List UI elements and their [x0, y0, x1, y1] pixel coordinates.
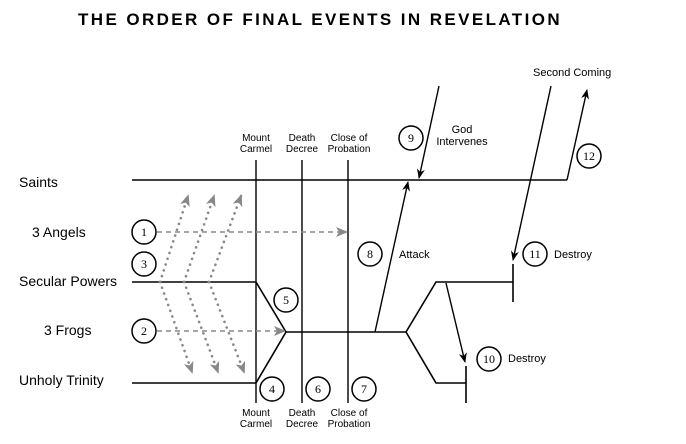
marker-number: 2	[141, 324, 147, 338]
event-label-destroy-11: Destroy	[554, 249, 592, 261]
dotted-arrow-down-3	[207, 280, 246, 374]
marker-9: 9	[398, 125, 424, 151]
event-label-second-coming: Second Coming	[533, 67, 612, 79]
label-line: Mount	[242, 133, 270, 144]
row-label-saints: Saints	[19, 174, 58, 190]
label-line: Decree	[285, 144, 319, 155]
milestone-bottom-close-of-probation: Close of Probation	[323, 408, 375, 430]
marker-number: 7	[361, 382, 367, 396]
label-line: Intervenes	[436, 136, 488, 148]
marker-number: 9	[408, 131, 414, 145]
marker-12: 12	[576, 143, 602, 169]
label-line: Probation	[327, 419, 371, 430]
marker-number: 6	[315, 382, 321, 396]
marker-circle	[131, 219, 157, 245]
milestone-bottom-death-decree: Death Decree	[282, 408, 322, 430]
marker-number: 12	[583, 149, 595, 163]
marker-number: 4	[269, 382, 275, 396]
marker-circle	[131, 318, 157, 344]
event-label-god-intervenes: God Intervenes	[432, 124, 492, 148]
label-line: Mount	[242, 408, 270, 419]
event-label-attack: Attack	[399, 249, 430, 261]
marker-circle	[357, 241, 383, 267]
label-line: Close of	[330, 408, 368, 419]
marker-11: 11	[522, 241, 548, 267]
destroy-11-arrow	[511, 85, 552, 261]
label-line: Close of	[330, 133, 368, 144]
dotted-arrow-down-1	[158, 280, 194, 374]
label-line: Death	[288, 133, 316, 144]
label-line: Probation	[327, 144, 371, 155]
marker-circle	[305, 376, 331, 402]
marker-circle	[576, 143, 602, 169]
marker-10: 10	[476, 346, 502, 372]
destroy-10-arrow	[445, 282, 467, 363]
marker-circle	[522, 241, 548, 267]
marker-8: 8	[357, 241, 383, 267]
marker-5: 5	[273, 287, 299, 313]
marker-circle	[398, 125, 424, 151]
marker-number: 5	[283, 293, 289, 307]
marker-3: 3	[131, 251, 157, 277]
row-label-3-frogs: 3 Frogs	[44, 322, 92, 338]
row-label-secular-powers: Secular Powers	[19, 273, 118, 289]
marker-circle	[259, 376, 285, 402]
second-coming-arrow	[566, 89, 589, 181]
dotted-arrow-up-3	[207, 194, 243, 284]
milestone-top-close-of-probation: Close of Probation	[323, 133, 375, 155]
dotted-arrow-up-1	[158, 194, 190, 284]
row-label-3-angels: 3 Angels	[32, 224, 86, 240]
label-line: Decree	[285, 419, 319, 430]
marker-number: 10	[483, 352, 495, 366]
label-line: Carmel	[239, 419, 273, 430]
marker-number: 3	[141, 257, 147, 271]
marker-number: 1	[141, 225, 147, 239]
label-line: Carmel	[239, 144, 273, 155]
marker-circle	[273, 287, 299, 313]
marker-4: 4	[259, 376, 285, 402]
dotted-arrows	[158, 194, 246, 374]
dotted-arrow-down-2	[182, 280, 220, 374]
diagram-title: THE ORDER OF FINAL EVENTS IN REVELATION	[78, 10, 562, 29]
event-label-destroy-10: Destroy	[508, 353, 546, 365]
row-label-unholy-trinity: Unholy Trinity	[19, 372, 104, 388]
marker-circle	[476, 346, 502, 372]
milestone-bottom-mount-carmel: Mount Carmel	[236, 408, 276, 430]
fork-upper	[405, 281, 513, 333]
milestone-top-death-decree: Death Decree	[282, 133, 322, 155]
marker-1: 1	[131, 219, 157, 245]
god-intervenes-arrow	[417, 85, 440, 179]
fork-lower	[405, 331, 466, 384]
marker-circle	[131, 251, 157, 277]
dotted-arrow-up-2	[182, 194, 216, 284]
marker-number: 8	[367, 247, 373, 261]
marker-6: 6	[305, 376, 331, 402]
marker-number: 11	[529, 247, 541, 261]
label-line: God	[451, 124, 473, 136]
marker-7: 7	[351, 376, 377, 402]
marker-circle	[351, 376, 377, 402]
attack-arrow	[374, 181, 410, 333]
marker-2: 2	[131, 318, 157, 344]
milestone-top-mount-carmel: Mount Carmel	[236, 133, 276, 155]
label-line: Death	[288, 408, 316, 419]
